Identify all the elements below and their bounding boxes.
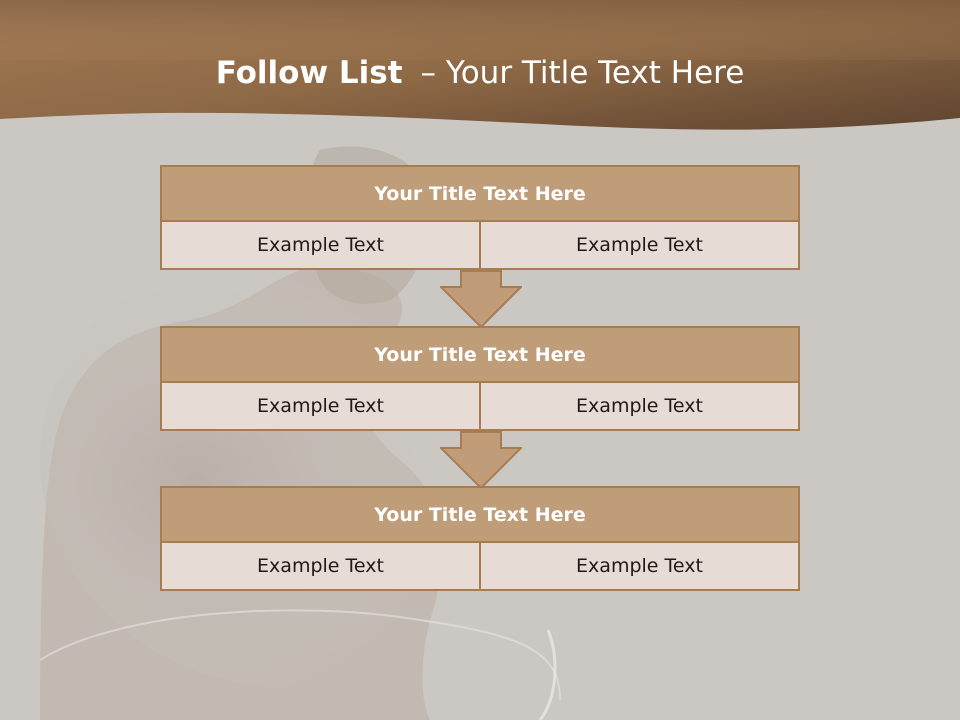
block-title: Your Title Text Here: [160, 326, 800, 383]
block-row: Example Text Example Text: [160, 383, 800, 431]
down-arrow-icon: [440, 270, 522, 328]
title-bold-part: Follow List: [215, 55, 403, 91]
block-row: Example Text Example Text: [160, 543, 800, 591]
block-title: Your Title Text Here: [160, 165, 800, 222]
flow-block-3: Your Title Text Here Example Text Exampl…: [160, 486, 800, 591]
flow-block-1: Your Title Text Here Example Text Exampl…: [160, 165, 800, 270]
block-cell-right: Example Text: [481, 222, 800, 270]
block-cell-left: Example Text: [160, 222, 481, 270]
block-title: Your Title Text Here: [160, 486, 800, 543]
flow-block-2: Your Title Text Here Example Text Exampl…: [160, 326, 800, 431]
down-arrow-icon: [440, 431, 522, 489]
block-cell-left: Example Text: [160, 543, 481, 591]
block-cell-left: Example Text: [160, 383, 481, 431]
page-title: Follow List – Your Title Text Here: [0, 55, 960, 91]
block-cell-right: Example Text: [481, 543, 800, 591]
title-rest-part: – Your Title Text Here: [420, 55, 745, 91]
block-row: Example Text Example Text: [160, 222, 800, 270]
block-cell-right: Example Text: [481, 383, 800, 431]
